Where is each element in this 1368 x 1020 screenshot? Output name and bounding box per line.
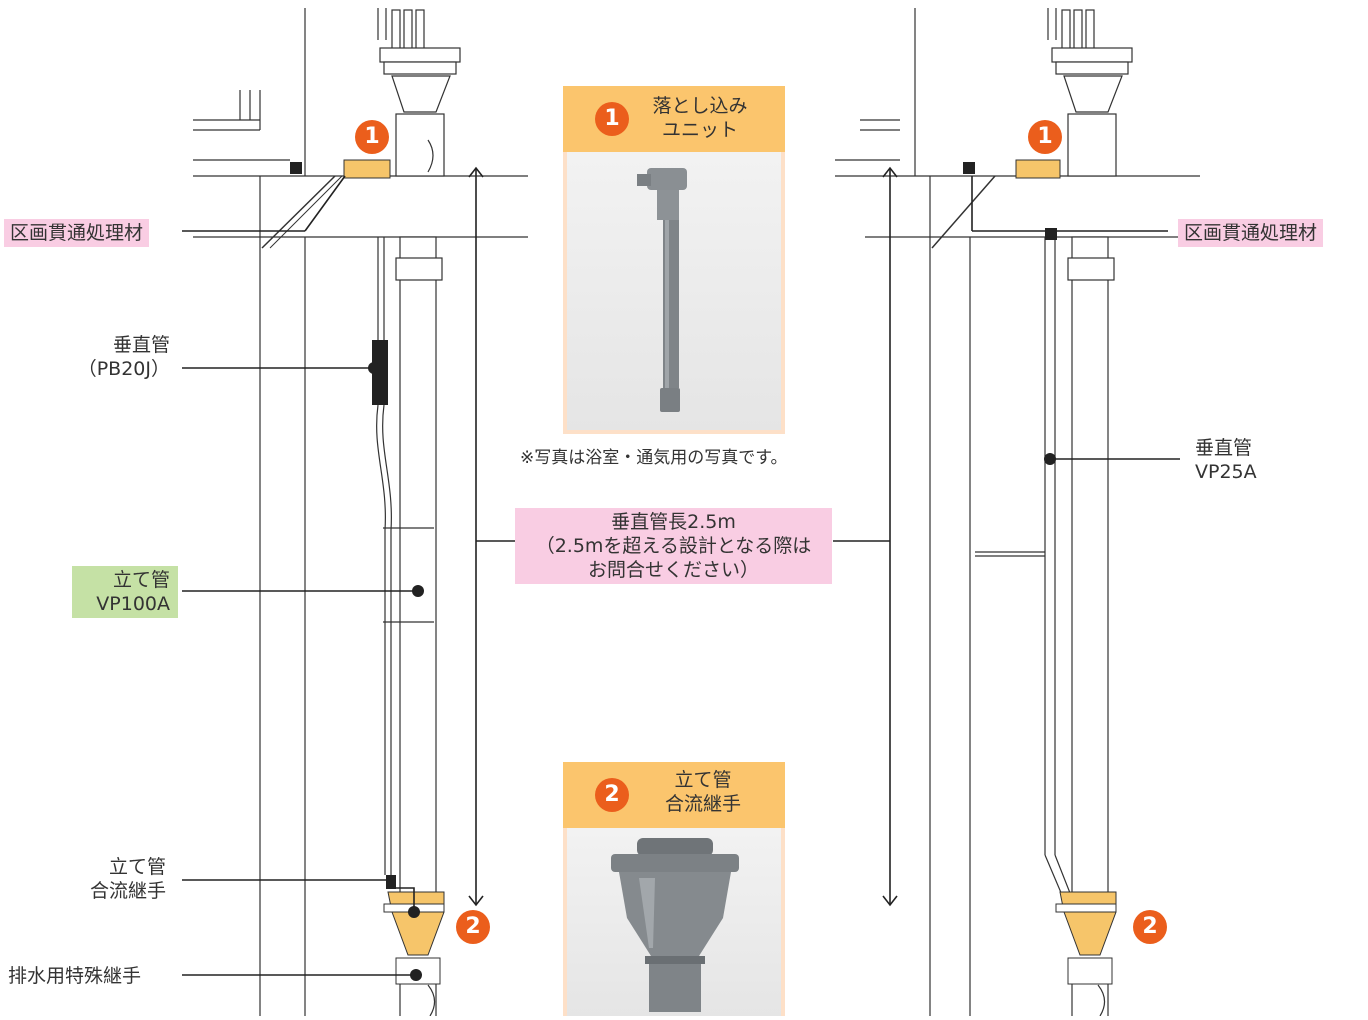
right-fire-penetration-label: 区画貫通処理材 [1178, 219, 1324, 247]
drop-in-unit-card: 1 落とし込み ユニット [563, 86, 785, 434]
right-vertical-pipe-label: 垂直管 VP25A [1195, 437, 1257, 483]
riser-joint-card-badge: 2 [595, 778, 629, 812]
right-riser-pipe [1067, 236, 1115, 1016]
riser-joint-card-title: 立て管 合流継手 [664, 769, 741, 815]
drop-in-unit-card-badge: 1 [595, 102, 629, 136]
right-thin-pipe [975, 237, 1071, 896]
left-riser-pipe-label: 立て管 VP100A [72, 566, 178, 618]
left-badge-2: 2 [456, 910, 490, 944]
left-vertical-pipe-label: 垂直管 （PB20J） [77, 334, 170, 380]
right-badge-2: 2 [1133, 910, 1167, 944]
photo-note: ※写真は浴室・通気用の写真です。 [520, 448, 788, 468]
left-riser-joint-label: 立て管 合流継手 [89, 856, 166, 902]
drop-in-unit-photo [567, 152, 781, 430]
left-thin-pipe [376, 237, 392, 875]
vertical-pipe-length-note: 垂直管長2.5m （2.5mを超える設計となる際は お問合せください） [515, 508, 832, 584]
left-badge-1: 1 [355, 120, 389, 154]
leader-lines [182, 175, 1180, 976]
left-drop-unit [377, 8, 461, 177]
right-badge-1: 1 [1028, 120, 1062, 154]
drop-in-unit-card-title: 落とし込み ユニット [652, 95, 748, 141]
left-structure [193, 8, 528, 1016]
length-dimension-arrows [468, 166, 898, 907]
left-special-joint-label: 排水用特殊継手 [8, 965, 142, 987]
left-riser-pipe [383, 236, 443, 1016]
riser-joint-photo [567, 828, 781, 1016]
left-fire-penetration-label: 区画貫通処理材 [4, 219, 150, 247]
right-drop-unit [1047, 8, 1133, 177]
riser-joint-image [611, 838, 739, 1012]
riser-joint-card: 2 立て管 合流継手 [563, 762, 785, 1016]
drop-in-unit-image [637, 168, 687, 412]
leader-dots [368, 362, 1056, 981]
